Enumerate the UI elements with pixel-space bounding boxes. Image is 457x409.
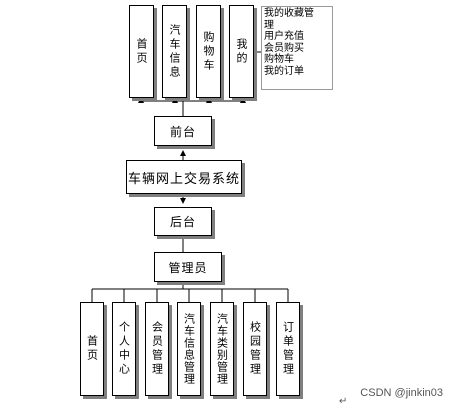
submenu-line: 我的收藏管 bbox=[264, 8, 314, 19]
admin-module-order-management: 订单管理 bbox=[276, 302, 300, 396]
submenu-line: 购物车 bbox=[264, 54, 294, 65]
front-node: 前台 bbox=[154, 116, 212, 146]
submenu-line: 我的订单 bbox=[264, 65, 304, 77]
front-module-mine: 我的 bbox=[229, 5, 254, 98]
admin-module-car-category-management: 汽车类别管理 bbox=[210, 302, 234, 396]
admin-module-campus-management: 校园管理 bbox=[243, 302, 267, 396]
front-module-home: 首页 bbox=[129, 5, 154, 98]
back-node: 后台 bbox=[154, 207, 212, 236]
front-module-car-info: 汽车信息 bbox=[162, 5, 187, 98]
front-module-cart: 购物车 bbox=[196, 5, 221, 98]
text-cursor-icon: ↵ bbox=[339, 396, 348, 407]
mine-submenu-callout: 我的收藏管 理 用户充值 会员购买 购物车 我的订单 bbox=[261, 6, 333, 90]
submenu-line: 用户充值 bbox=[264, 31, 304, 42]
admin-module-home: 首页 bbox=[80, 302, 104, 396]
watermark: CSDN @jinkin03 bbox=[360, 387, 443, 399]
admin-module-car-info-management: 汽车信息管理 bbox=[177, 302, 201, 396]
admin-node: 管理员 bbox=[154, 252, 222, 282]
submenu-line: 会员购买 bbox=[264, 42, 304, 54]
admin-module-personal-center: 个人中心 bbox=[112, 302, 136, 396]
system-node: 车辆网上交易系统 bbox=[126, 160, 242, 194]
admin-module-member-management: 会员管理 bbox=[145, 302, 169, 396]
submenu-line: 理 bbox=[264, 19, 274, 31]
